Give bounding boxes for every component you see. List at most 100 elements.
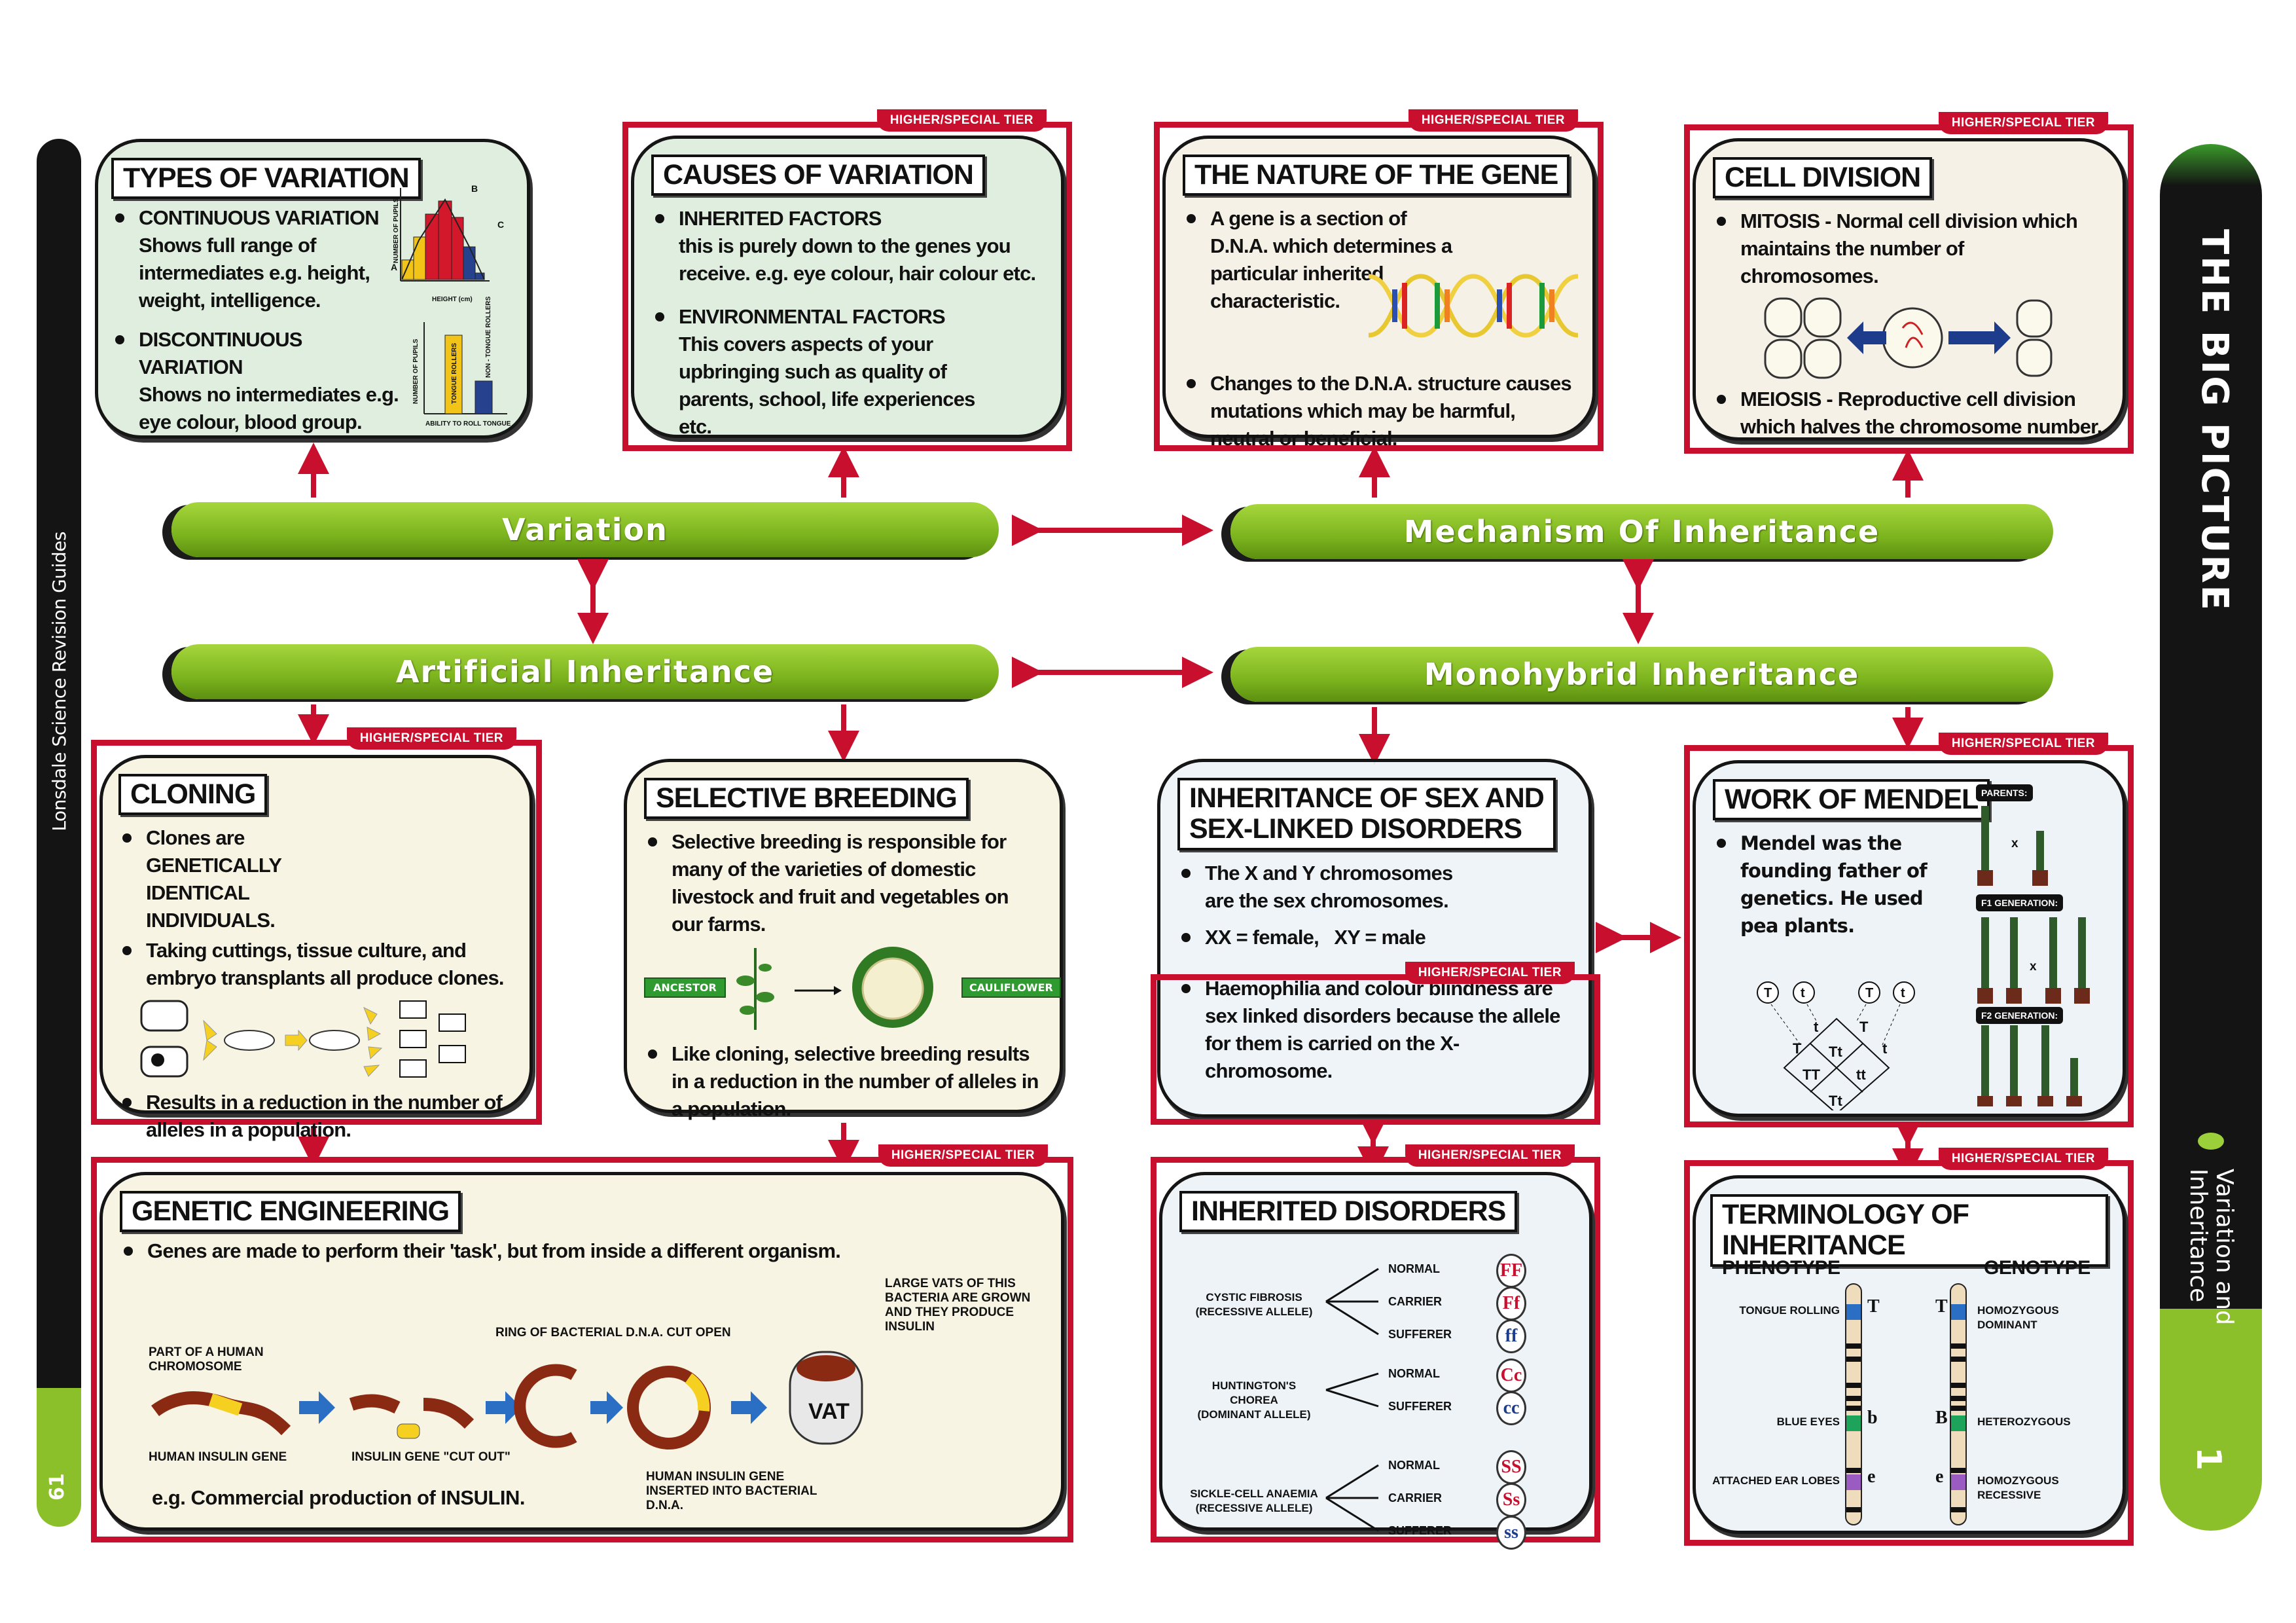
cell-division-image (1764, 297, 2053, 379)
panel-title: CLONING (118, 774, 268, 816)
cauliflower-label: CAULIFLOWER (961, 977, 1061, 998)
selective-breeding-panel: SELECTIVE BREEDING Selective breeding is… (624, 759, 1063, 1120)
chart1-xlabel: HEIGHT (cm) (432, 296, 473, 303)
phenotype-heading: PHENOTYPE (1722, 1257, 1840, 1279)
genotype-circle: ss (1496, 1516, 1526, 1550)
height-histogram (400, 188, 490, 282)
bullet: Clones are GENETICALLY IDENTICAL INDIVID… (118, 824, 380, 934)
variation-bar[interactable]: Variation (171, 502, 999, 557)
panel-title: CELL DIVISION (1713, 157, 1933, 199)
bullet: Like cloning, selective breeding results… (644, 1040, 1043, 1123)
causes-frame: HIGHER/SPECIAL TIER CAUSES OF VARIATION … (622, 109, 1072, 451)
genotype-heading: GENOTYPE (1984, 1257, 2090, 1279)
cell-division-panel: CELL DIVISION MITOSIS - Normal cell divi… (1693, 138, 2126, 441)
sex-linked-frame: HIGHER/SPECIAL TIER (1151, 962, 1600, 1125)
arrow-icon (1325, 1497, 1379, 1532)
tier-badge: HIGHER/SPECIAL TIER (1938, 112, 2108, 134)
terminology-frame: HIGHER/SPECIAL TIER TERMINOLOGY OF INHER… (1684, 1148, 2134, 1546)
inherited-disorders-frame: HIGHER/SPECIAL TIER INHERITED DISORDERS … (1151, 1144, 1600, 1550)
punnett-square (1757, 981, 1915, 1110)
bullet: MEIOSIS - Reproductive cell division whi… (1713, 386, 2106, 441)
allele-left: b (1867, 1408, 1878, 1428)
disorder-name: CYSTIC FIBROSIS(RECESSIVE ALLELE) (1195, 1291, 1313, 1318)
outcome-label: SUFFERER (1388, 1400, 1452, 1413)
tier-badge: HIGHER/SPECIAL TIER (1405, 1144, 1575, 1167)
allele-right: e (1935, 1467, 1944, 1487)
outcome-label: NORMAL (1388, 1367, 1440, 1380)
phenotype-label: TONGUE ROLLING (1739, 1304, 1840, 1317)
genotype-circle: FF (1496, 1254, 1526, 1288)
monohybrid-inheritance-bar[interactable]: Monohybrid Inheritance (1230, 647, 2053, 702)
nature-of-gene-frame: HIGHER/SPECIAL TIER THE NATURE OF THE GE… (1154, 109, 1604, 451)
left-spine: Lonsdale Science Revision Guides 61 (37, 139, 81, 1527)
cloning-frame: HIGHER/SPECIAL TIER CLONING Clones are G… (91, 727, 542, 1141)
f2-label: F2 GENERATION: (1976, 1007, 2064, 1024)
inserted-label: HUMAN INSULIN GENE INSERTED INTO BACTERI… (646, 1470, 817, 1512)
nature-of-gene-panel: THE NATURE OF THE GENE A gene is a secti… (1162, 136, 1596, 450)
artificial-inheritance-bar[interactable]: Artificial Inheritance (171, 644, 999, 699)
allele-left: T (1867, 1296, 1880, 1317)
panel-title: TERMINOLOGY OF INHERITANCE (1710, 1194, 2108, 1267)
marker-a: A (391, 262, 398, 272)
tongue-rolling-bar-chart (423, 322, 507, 414)
mendel-panel: WORK OF MENDEL Mendel was the founding f… (1693, 760, 2126, 1117)
bullet: Mendel was the founding father of geneti… (1713, 830, 1929, 939)
insulin-process-image (151, 1351, 863, 1450)
cross-symbol: x (2030, 960, 2037, 974)
arrow-icon (1326, 1300, 1378, 1303)
bullet: Haemophilia and colour blindness are sex… (1177, 975, 1571, 1085)
edge-label: T (1793, 1040, 1802, 1057)
cut-out-label: INSULIN GENE "CUT OUT" (351, 1450, 511, 1464)
genotype-circle: SS (1496, 1450, 1526, 1484)
arrow-icon (1325, 1372, 1379, 1391)
allele-left: e (1867, 1467, 1876, 1487)
cross-symbol: x (2011, 837, 2018, 850)
allele-right: T (1935, 1296, 1948, 1317)
panel-title: INHERITED DISORDERS (1179, 1191, 1518, 1233)
genotype-circle: Ss (1496, 1483, 1526, 1517)
chromosome (1950, 1283, 1967, 1525)
marker-b: B (471, 183, 478, 194)
bullet: Taking cuttings, tissue culture, and emb… (118, 937, 514, 992)
punnett-cell: Tt (1829, 1093, 1842, 1109)
arrow-icon (1325, 1267, 1379, 1303)
outcome-label: NORMAL (1388, 1459, 1440, 1472)
inherited-disorders-panel: INHERITED DISORDERS CYSTIC FIBROSIS(RECE… (1159, 1172, 1592, 1550)
edge-label: t (1814, 1019, 1819, 1035)
tier-badge: HIGHER/SPECIAL TIER (1408, 109, 1578, 132)
genotype-circle: cc (1496, 1391, 1526, 1425)
topic-dot (2198, 1133, 2224, 1150)
chart2-xlabel: ABILITY TO ROLL TONGUE (425, 420, 511, 428)
outcome-label: SUFFERER (1388, 1328, 1452, 1341)
panel-title: TYPES OF VARIATION (111, 158, 421, 200)
genotype-circle: Ff (1496, 1286, 1526, 1321)
outcome-label: SUFFERER (1388, 1524, 1452, 1537)
outcome-label: NORMAL (1388, 1262, 1440, 1275)
genotype-label: HOMOZYGOUS DOMINANT (1977, 1304, 2059, 1331)
panel-title: CAUSES OF VARIATION (651, 155, 985, 196)
tier-badge: HIGHER/SPECIAL TIER (1938, 1148, 2108, 1170)
panel-title: WORK OF MENDEL (1713, 779, 1990, 821)
bullet: A gene is a section of D.N.A. which dete… (1183, 205, 1458, 315)
arrow-icon (1325, 1389, 1379, 1408)
marker-c: C (497, 219, 505, 230)
genotype-label: HOMOZYGOUS RECESSIVE (1977, 1474, 2059, 1501)
f1-label: F1 GENERATION: (1976, 894, 2064, 911)
disorder-name: HUNTINGTON'S CHOREA(DOMINANT ALLELE) (1197, 1379, 1311, 1421)
tier-badge: HIGHER/SPECIAL TIER (878, 1144, 1048, 1167)
outcome-label: CARRIER (1388, 1295, 1443, 1308)
chromosome-label: PART OF A HUMAN CHROMOSOME (149, 1345, 264, 1374)
punnett-cell: Tt (1829, 1044, 1842, 1060)
tier-badge: HIGHER/SPECIAL TIER (876, 109, 1047, 132)
edge-label: T (1859, 1019, 1869, 1035)
gamete: T (1764, 986, 1772, 1000)
mechanism-of-inheritance-bar[interactable]: Mechanism Of Inheritance (1230, 504, 2053, 559)
ring-label: RING OF BACTERIAL D.N.A. CUT OPEN (495, 1326, 731, 1340)
